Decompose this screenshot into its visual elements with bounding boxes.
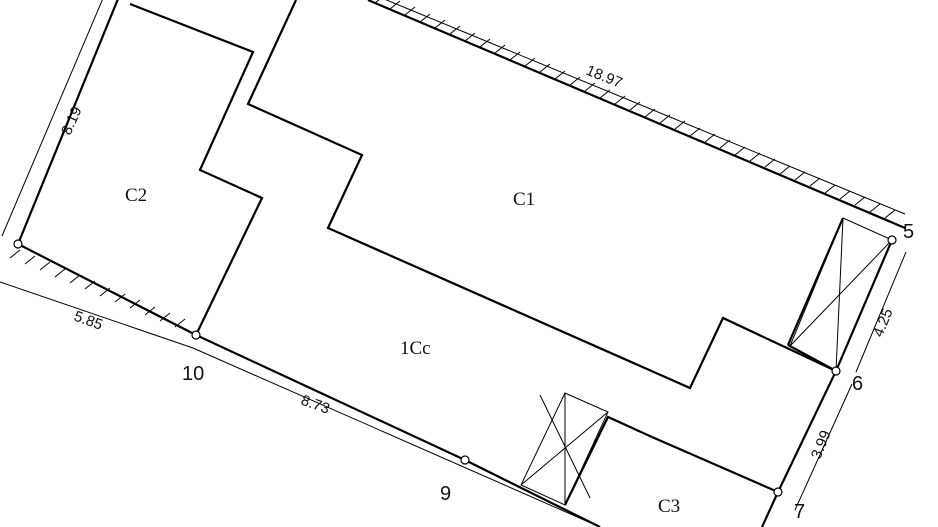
- dimension-lines: [0, 0, 907, 527]
- crossed-box-right: [789, 217, 893, 372]
- room-label-c1: C1: [513, 189, 535, 210]
- point-label-9: 9: [440, 483, 451, 505]
- room-label-c3: C3: [658, 496, 680, 517]
- room-c1-outline: [246, 0, 845, 390]
- survey-point-9: [460, 455, 470, 465]
- survey-point-6: [831, 366, 841, 376]
- top-wall-hatching: [367, 0, 906, 230]
- survey-point-corner: [13, 239, 23, 249]
- crossed-box-lower: [520, 392, 609, 506]
- survey-point-5: [887, 235, 897, 245]
- outer-boundary: [16, 0, 894, 527]
- point-label-6: 6: [852, 373, 863, 395]
- point-label-7: 7: [794, 501, 805, 523]
- survey-point-7: [773, 487, 783, 497]
- dimension-label-bottom-left: 5.85: [72, 308, 105, 334]
- point-label-10: 10: [182, 363, 204, 385]
- room-c3-outline: [564, 415, 779, 506]
- survey-point-10: [191, 330, 201, 340]
- room-c2-outline: [129, 2, 264, 336]
- dimension-label-right-lower: 3.99: [808, 428, 835, 461]
- point-label-5: 5: [903, 221, 914, 243]
- dimension-label-left: 8.19: [58, 104, 85, 138]
- room-label-c2: C2: [125, 185, 147, 206]
- room-label-1cc: 1Cc: [400, 338, 431, 359]
- dimension-label-right-upper: 4.25: [870, 306, 897, 339]
